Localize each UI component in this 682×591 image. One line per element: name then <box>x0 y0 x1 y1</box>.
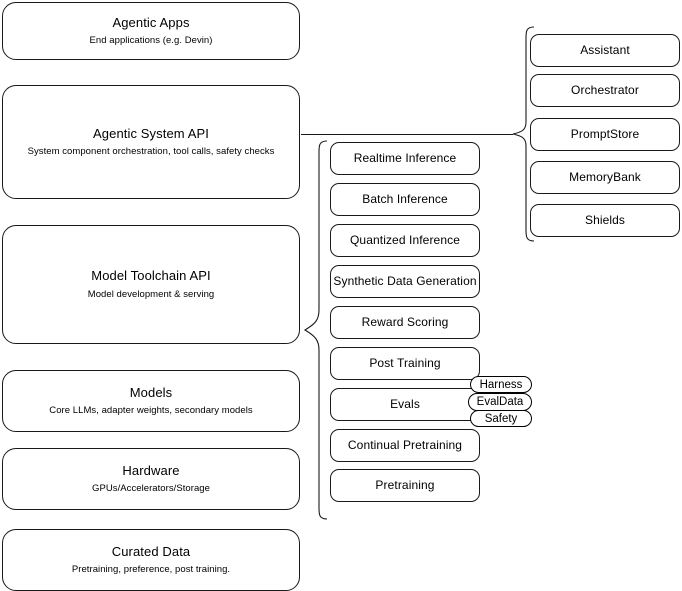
pill-label: Harness <box>479 378 523 391</box>
layer-title: Agentic System API <box>93 125 209 141</box>
layer-title: Curated Data <box>111 543 191 559</box>
layer-subtitle: GPUs/Accelerators/Storage <box>92 483 210 495</box>
layer-subtitle: End applications (e.g. Devin) <box>89 35 213 47</box>
layer-agentic-apps[interactable]: Agentic Apps End applications (e.g. Devi… <box>2 2 300 60</box>
layer-curated-data[interactable]: Curated Data Pretraining, preference, po… <box>2 529 300 591</box>
component-orchestrator[interactable]: Orchestrator <box>530 74 680 107</box>
component-label: PromptStore <box>570 127 640 141</box>
cap-label: Reward Scoring <box>361 315 449 329</box>
cap-label: Quantized Inference <box>350 233 460 247</box>
component-label: MemoryBank <box>569 170 641 184</box>
layer-subtitle: Core LLMs, adapter weights, secondary mo… <box>49 405 253 417</box>
layer-models[interactable]: Models Core LLMs, adapter weights, secon… <box>2 370 300 432</box>
cap-label: Synthetic Data Generation <box>333 274 477 288</box>
cap-batch-inference[interactable]: Batch Inference <box>330 183 480 216</box>
cap-quantized-inference[interactable]: Quantized Inference <box>330 224 480 257</box>
layer-hardware[interactable]: Hardware GPUs/Accelerators/Storage <box>2 448 300 510</box>
pill-evaldata[interactable]: EvalData <box>468 393 532 411</box>
cap-reward-scoring[interactable]: Reward Scoring <box>330 306 480 339</box>
cap-evals[interactable]: Evals <box>330 388 480 421</box>
component-label: Orchestrator <box>571 83 639 97</box>
cap-continual-pretraining[interactable]: Continual Pretraining <box>330 429 480 462</box>
layer-subtitle: Model development & serving <box>87 288 215 300</box>
component-label: Assistant <box>580 43 630 57</box>
cap-label: Continual Pretraining <box>347 438 463 452</box>
cap-label: Pretraining <box>375 478 435 492</box>
layer-title: Agentic Apps <box>112 14 190 30</box>
layer-title: Model Toolchain API <box>91 268 211 284</box>
connector-line-system-api <box>301 134 513 135</box>
layer-agentic-system-api[interactable]: Agentic System API System component orch… <box>2 85 300 199</box>
cap-post-training[interactable]: Post Training <box>330 347 480 380</box>
layer-subtitle: System component orchestration, tool cal… <box>27 146 275 158</box>
brace-system-components <box>512 26 535 242</box>
cap-label: Evals <box>390 397 420 411</box>
component-label: Shields <box>584 213 626 227</box>
layer-subtitle: Pretraining, preference, post training. <box>71 564 231 576</box>
layer-title: Models <box>129 384 173 400</box>
cap-label: Batch Inference <box>362 192 448 206</box>
cap-label: Post Training <box>369 356 441 370</box>
pill-label: EvalData <box>476 396 524 408</box>
layer-title: Hardware <box>122 462 180 478</box>
cap-pretraining[interactable]: Pretraining <box>330 469 480 502</box>
component-memorybank[interactable]: MemoryBank <box>530 161 680 194</box>
layer-model-toolchain-api[interactable]: Model Toolchain API Model development & … <box>2 225 300 344</box>
cap-realtime-inference[interactable]: Realtime Inference <box>330 142 480 175</box>
brace-toolchain <box>303 140 328 520</box>
component-shields[interactable]: Shields <box>530 204 680 237</box>
component-promptstore[interactable]: PromptStore <box>530 118 680 151</box>
component-assistant[interactable]: Assistant <box>530 34 680 67</box>
cap-synthetic-data-generation[interactable]: Synthetic Data Generation <box>330 265 480 298</box>
pill-harness[interactable]: Harness <box>470 376 532 393</box>
pill-label: Safety <box>484 412 518 425</box>
cap-label: Realtime Inference <box>353 151 457 165</box>
pill-safety[interactable]: Safety <box>470 410 532 427</box>
